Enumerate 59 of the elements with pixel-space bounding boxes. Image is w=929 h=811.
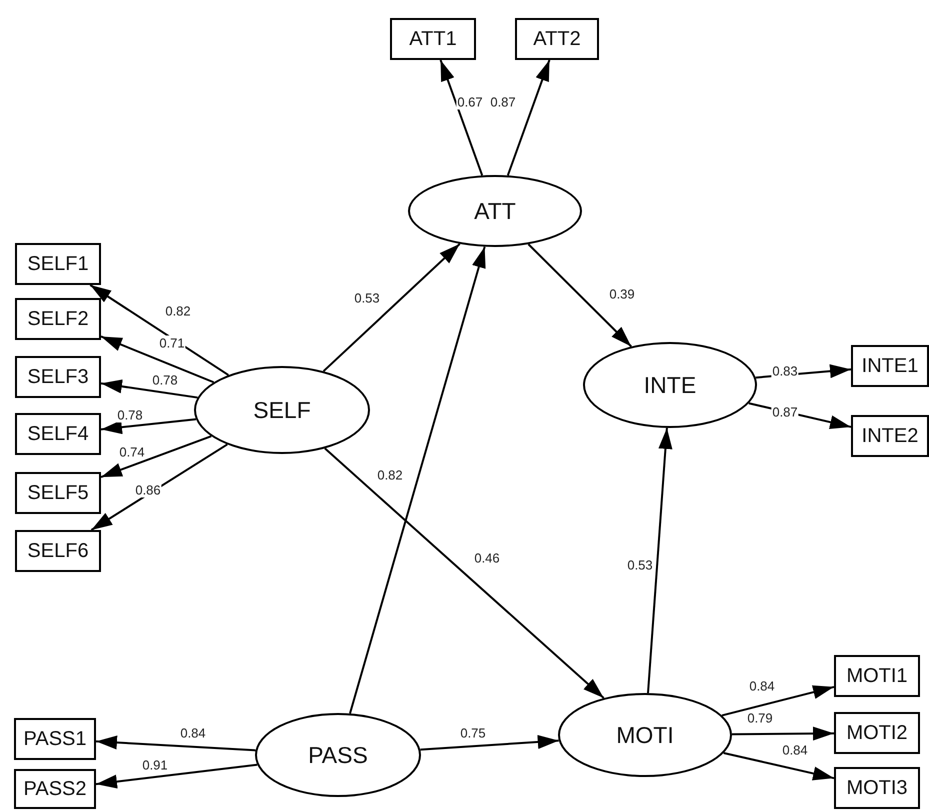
path-arrow [90,284,229,376]
latent-variable-ellipse: PASS [255,713,421,797]
edge-label: 0.53 [626,558,654,572]
edge-label: 0.83 [771,364,799,378]
path-arrow [100,418,196,434]
edge-label: 0.75 [459,726,487,740]
observed-variable-box: SELF4 [15,413,101,455]
edge-label: 0.67 [456,94,484,110]
edge-label: 0.74 [118,444,146,460]
latent-variable-ellipse: INTE [583,342,757,428]
edge-label: 0.87 [771,404,799,420]
path-arrow [732,726,834,741]
observed-variable-box: MOTI1 [834,655,920,697]
edge-label: 0.82 [376,468,404,482]
latent-variable-ellipse: SELF [194,366,370,454]
path-arrow [349,246,486,714]
path-arrow [647,428,672,694]
edge-label: 0.91 [141,758,169,772]
edge-label: 0.84 [179,726,207,740]
path-arrow [506,60,550,176]
path-arrow [420,735,559,751]
latent-variable-ellipse: ATT [408,175,582,247]
observed-variable-box: SELF2 [15,298,101,340]
observed-variable-box: MOTI3 [834,767,920,809]
path-arrow [440,60,484,176]
edge-label: 0.78 [116,408,144,422]
path-arrow [96,736,256,752]
observed-variable-box: ATT2 [515,18,599,60]
edge-label: 0.53 [353,290,381,306]
path-arrow [722,685,834,716]
observed-variable-box: PASS2 [14,769,96,809]
path-arrow [100,336,214,384]
edge-label: 0.46 [473,550,501,566]
path-arrow [90,444,228,531]
observed-variable-box: SELF3 [15,356,101,398]
edge-label: 0.39 [608,286,636,302]
edge-label: 0.79 [746,710,774,726]
observed-variable-box: INTE2 [851,415,929,457]
edge-label: 0.84 [748,678,776,694]
edge-label: 0.86 [134,482,162,498]
observed-variable-box: ATT1 [390,18,476,60]
observed-variable-box: SELF5 [15,472,101,514]
path-arrow [100,435,212,478]
path-arrow [322,243,460,372]
latent-variable-ellipse: MOTI [558,693,732,777]
edge-label: 0.78 [151,372,179,388]
path-arrow [100,379,198,399]
observed-variable-box: MOTI2 [834,712,920,754]
edge-label: 0.82 [164,304,192,318]
edge-label: 0.71 [158,336,186,350]
observed-variable-box: SELF6 [15,530,101,572]
observed-variable-box: INTE1 [851,345,929,387]
edge-label: 0.84 [781,742,809,758]
observed-variable-box: SELF1 [15,243,101,285]
path-arrow [96,764,258,789]
edge-label: 0.87 [489,94,517,110]
observed-variable-box: PASS1 [14,718,96,760]
path-arrow [723,752,834,780]
path-arrow [324,448,604,699]
